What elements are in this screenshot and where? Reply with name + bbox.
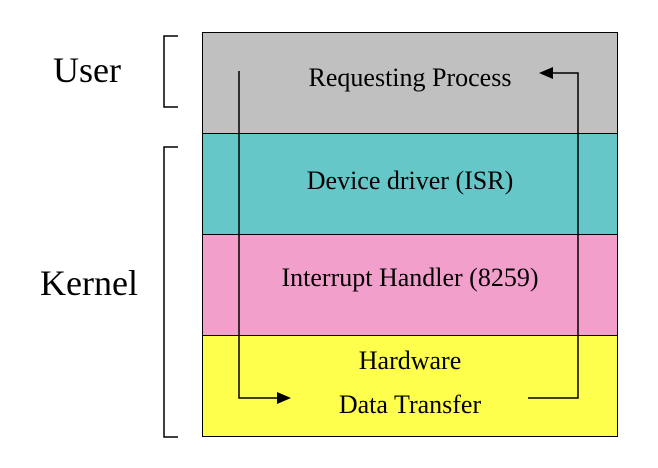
kernel-label: Kernel (40, 263, 138, 303)
hardware-layer: Hardware Data Transfer (202, 335, 618, 437)
device-driver-layer: Device driver (ISR) (202, 133, 618, 235)
kernel-bracket (163, 146, 178, 438)
data-transfer-text: Data Transfer (338, 390, 482, 419)
requesting-process-layer: Requesting Process (202, 32, 618, 134)
hardware-text: Hardware (358, 346, 462, 375)
device-driver-text: Device driver (ISR) (306, 166, 514, 195)
user-bracket (163, 35, 178, 108)
requesting-process-text: Requesting Process (308, 63, 512, 92)
interrupt-handler-text: Interrupt Handler (8259) (281, 263, 539, 292)
user-label: User (53, 50, 121, 90)
interrupt-handler-layer: Interrupt Handler (8259) (202, 234, 618, 336)
